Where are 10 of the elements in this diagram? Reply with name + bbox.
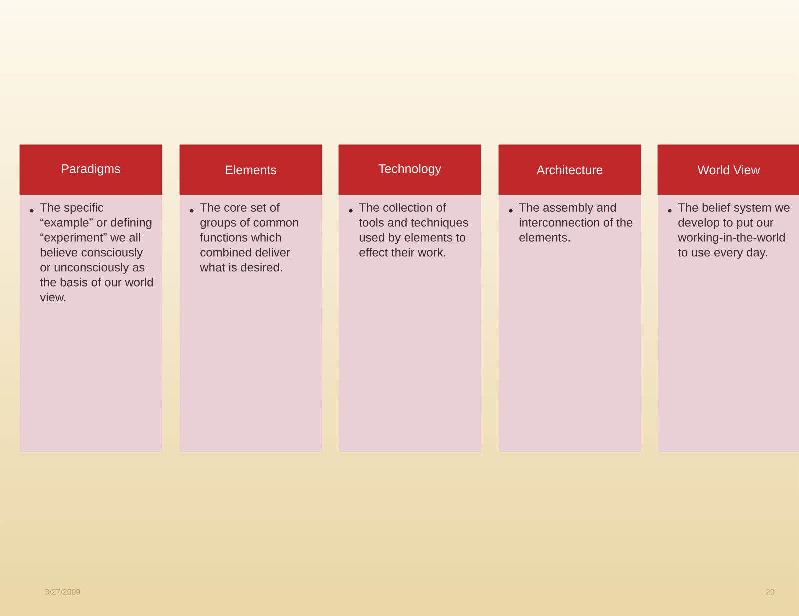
description-box: The collection of tools and techniques used by elements to effect their work. xyxy=(339,195,482,452)
header-box: Architecture xyxy=(498,144,642,196)
description-box: The core set of groups of common functions which combined deliver what is desired. xyxy=(180,195,322,452)
header-box: World View xyxy=(658,144,799,196)
description-box: The assembly and interconnection of the elements. xyxy=(499,195,642,452)
header-box: Paradigms xyxy=(20,144,162,196)
header-box: Elements xyxy=(180,144,322,196)
header-box: Technology xyxy=(338,144,482,196)
description-box: The belief system we develop to put our working-in-the-world to use every day. xyxy=(658,195,799,452)
description-box: The specific “example” or defining “experiment” we all believe consciously or unconsciously as the basis of our world view. xyxy=(20,195,162,452)
